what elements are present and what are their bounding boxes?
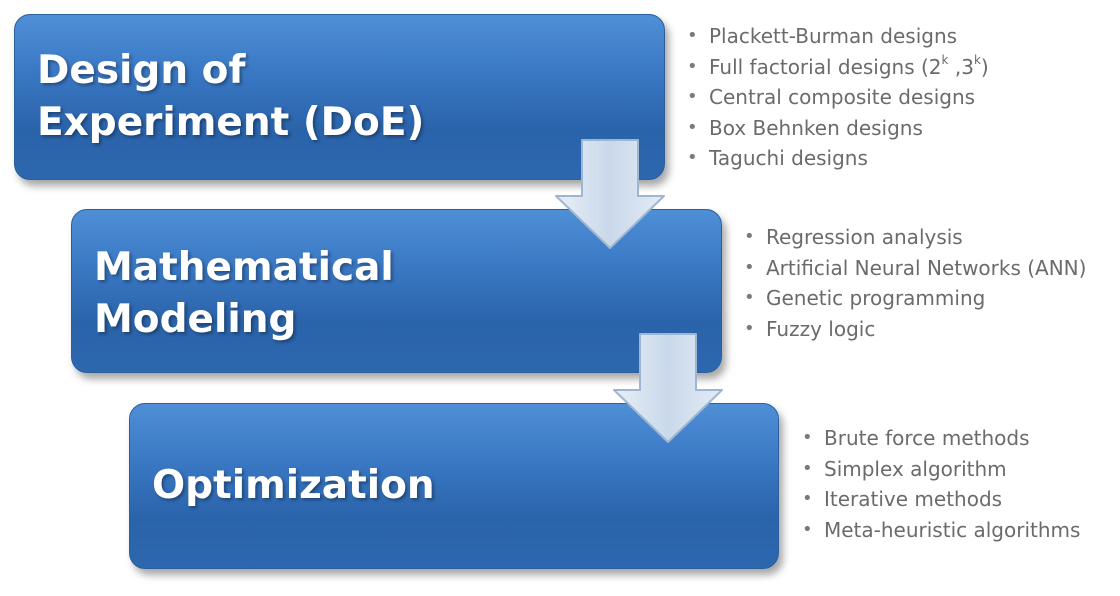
doe-methods-list: Plackett-Burman designs Full factorial d… [687,21,989,174]
list-item: Genetic programming [744,283,1086,314]
modeling-methods-list: Regression analysis Artificial Neural Ne… [744,222,1086,344]
list-item: Plackett-Burman designs [687,21,989,52]
list-item: Regression analysis [744,222,1086,253]
step-title-line: Mathematical [94,245,394,290]
list-item: Central composite designs [687,82,989,113]
list-item: Fuzzy logic [744,314,1086,345]
list-item: Taguchi designs [687,143,989,174]
step-title-modeling: Mathematical Modeling [94,242,394,346]
step-box-doe: Design of Experiment (DoE) [14,14,665,180]
list-item: Box Behnken designs [687,113,989,144]
step-title-optimization: Optimization [152,460,435,512]
step-title-line: Modeling [94,297,297,342]
step-title-line: Design of [37,48,246,93]
down-arrow-icon [555,139,665,249]
list-item: Meta-heuristic algorithms [802,515,1080,546]
list-item: Simplex algorithm [802,454,1080,485]
list-item: Artificial Neural Networks (ANN) [744,253,1086,284]
list-item: Iterative methods [802,484,1080,515]
step-title-doe: Design of Experiment (DoE) [37,45,424,149]
optimization-methods-list: Brute force methods Simplex algorithm It… [802,423,1080,545]
list-item-full-factorial: Full factorial designs (2k ,3k) [687,52,989,83]
down-arrow-icon [613,333,723,443]
step-title-line: Optimization [152,463,435,508]
list-item: Brute force methods [802,423,1080,454]
step-title-line: Experiment (DoE) [37,100,425,145]
